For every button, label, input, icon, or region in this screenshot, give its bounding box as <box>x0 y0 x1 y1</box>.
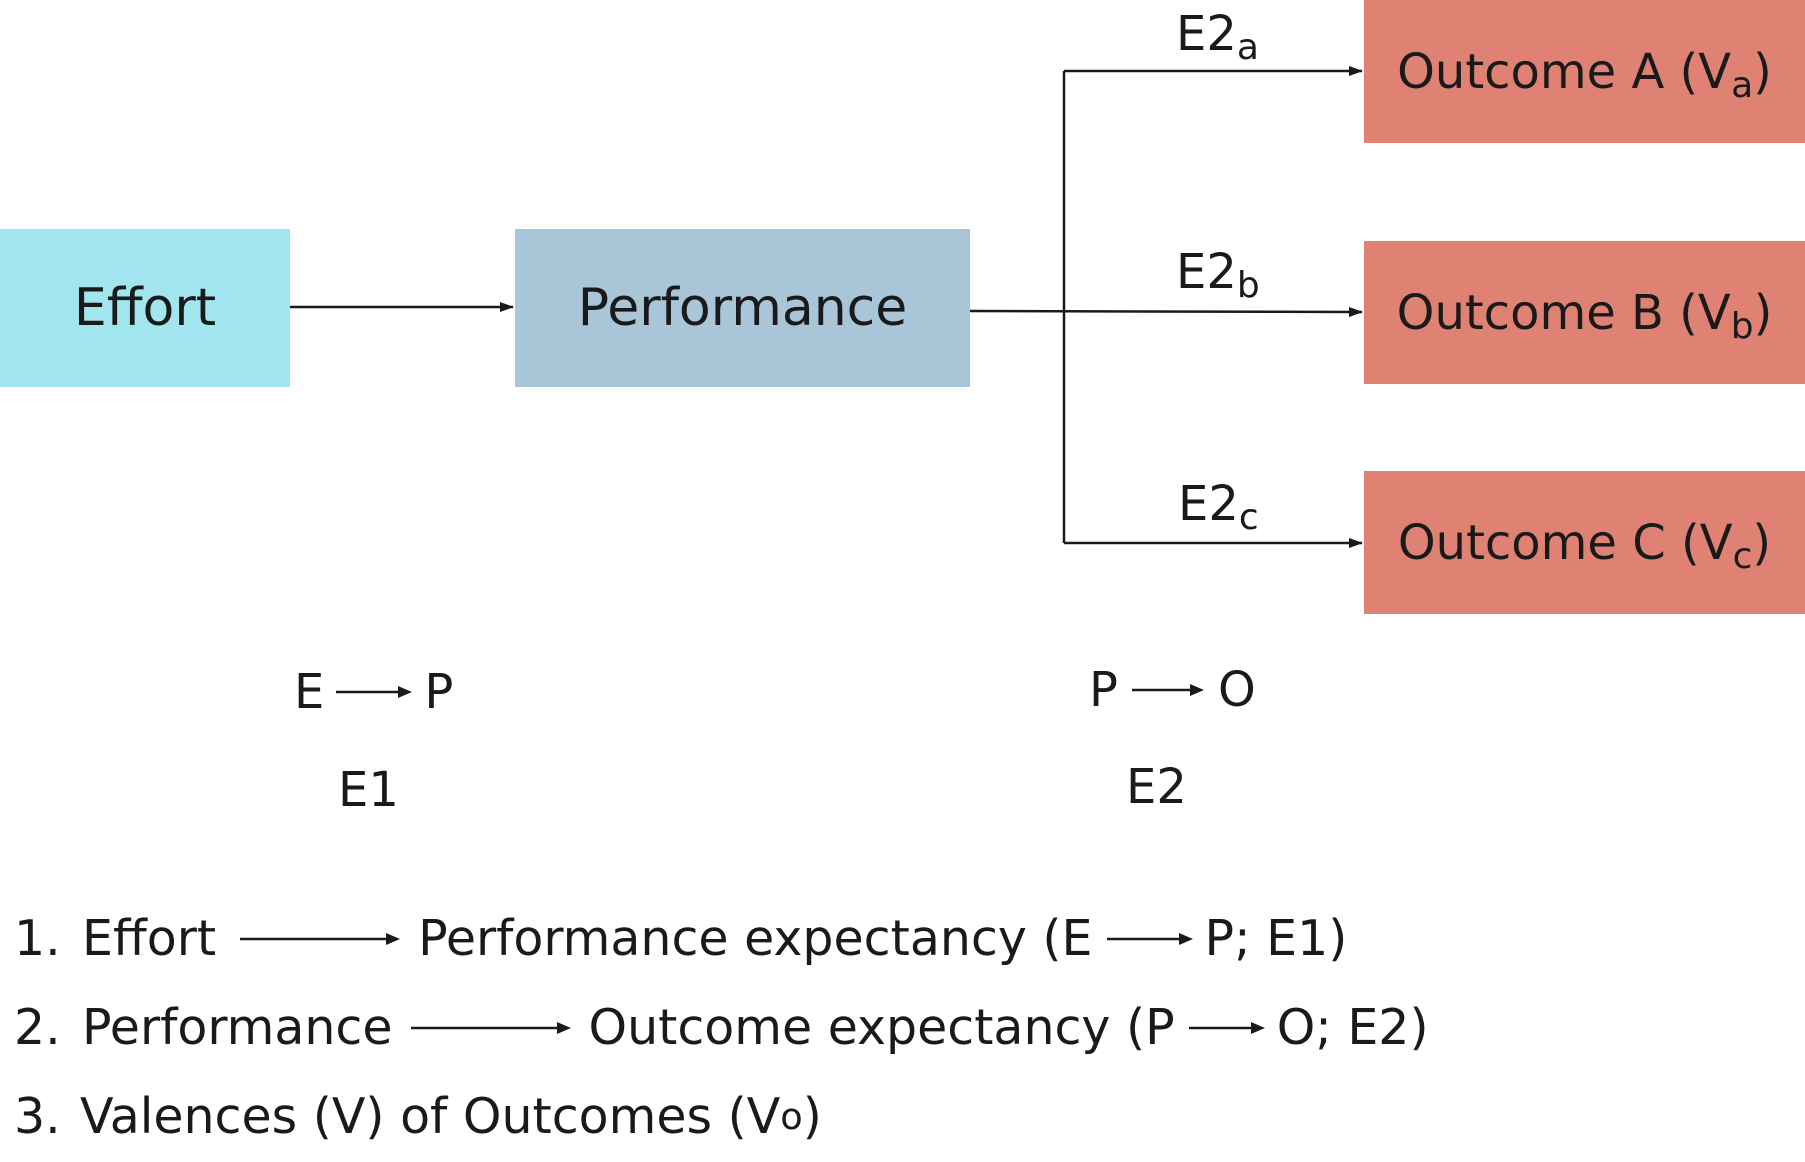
e1-label: E1 <box>338 762 399 818</box>
outcome-a-box: Outcome A (Va) <box>1364 0 1805 143</box>
list-2-inline-arrow <box>1188 1021 1265 1034</box>
outcome-a-label: Outcome A (Va) <box>1397 43 1772 106</box>
e-to-p-relation: E P <box>294 664 454 720</box>
effort-box: Effort <box>0 229 290 387</box>
performance-label: Performance <box>577 278 908 338</box>
effort-label: Effort <box>73 278 217 338</box>
branch-label-c: E2c <box>1178 476 1259 538</box>
performance-box: Performance <box>515 229 970 387</box>
branch-label-a: E2a <box>1176 6 1259 68</box>
list-1-arrow <box>240 932 401 945</box>
p-to-o-relation: P O <box>1089 662 1256 718</box>
performance-to-outcome-b-arrow <box>969 306 1363 317</box>
p-to-o-arrow <box>1131 684 1204 696</box>
list-2-arrow <box>410 1021 571 1034</box>
list-item-1: 1. Effort Performance expectancy (E P; E… <box>14 910 1348 967</box>
branch-label-b: E2b <box>1176 244 1260 306</box>
outcome-c-label: Outcome C (Vc) <box>1397 514 1772 577</box>
outcome-b-label: Outcome B (Vb) <box>1396 284 1773 347</box>
list-1-inline-arrow <box>1106 932 1193 945</box>
e-to-p-arrow <box>336 686 413 698</box>
outcome-b-box: Outcome B (Vb) <box>1364 241 1805 384</box>
e2-label: E2 <box>1126 759 1187 815</box>
list-item-2: 2. Performance Outcome expectancy (P O; … <box>14 999 1429 1056</box>
outcome-c-box: Outcome C (Vc) <box>1364 471 1805 614</box>
